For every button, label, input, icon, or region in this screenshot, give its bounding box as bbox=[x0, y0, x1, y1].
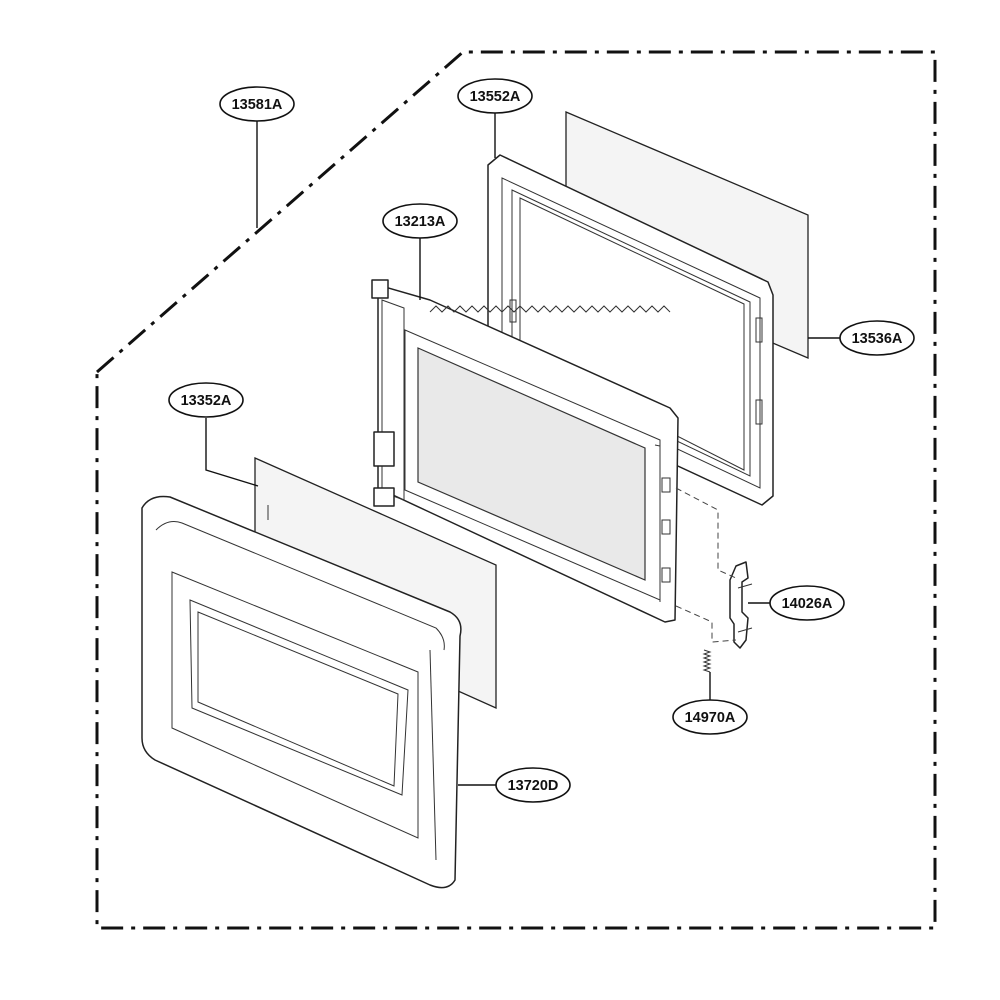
callout-label: 13720D bbox=[508, 778, 559, 794]
assembly-guide bbox=[675, 487, 737, 579]
part-door-panel bbox=[141, 495, 462, 889]
callout-14970A: 14970A bbox=[672, 699, 748, 735]
part-door-frame bbox=[371, 279, 679, 623]
callout-label: 13536A bbox=[852, 331, 903, 347]
callout-14026A: 14026A bbox=[769, 585, 845, 621]
callout-13581A: 13581A bbox=[219, 86, 295, 122]
callout-13552A: 13552A bbox=[457, 78, 533, 114]
leader-13352A bbox=[205, 418, 259, 487]
callout-label: 13213A bbox=[395, 214, 446, 230]
callout-13352A: 13352A bbox=[168, 382, 244, 418]
callout-13720D: 13720D bbox=[495, 767, 571, 803]
callout-label: 13552A bbox=[470, 89, 521, 105]
callout-label: 14970A bbox=[685, 710, 736, 726]
callout-13213A: 13213A bbox=[382, 203, 458, 239]
part-latch-lever bbox=[729, 561, 753, 649]
part-spring bbox=[702, 649, 712, 673]
callout-label: 13581A bbox=[232, 97, 283, 113]
callout-13536A: 13536A bbox=[839, 320, 915, 356]
callout-label: 14026A bbox=[782, 596, 833, 612]
assembly-guide-2 bbox=[675, 605, 737, 643]
callout-label: 13352A bbox=[181, 393, 232, 409]
assembly-boundary bbox=[95, 50, 937, 930]
